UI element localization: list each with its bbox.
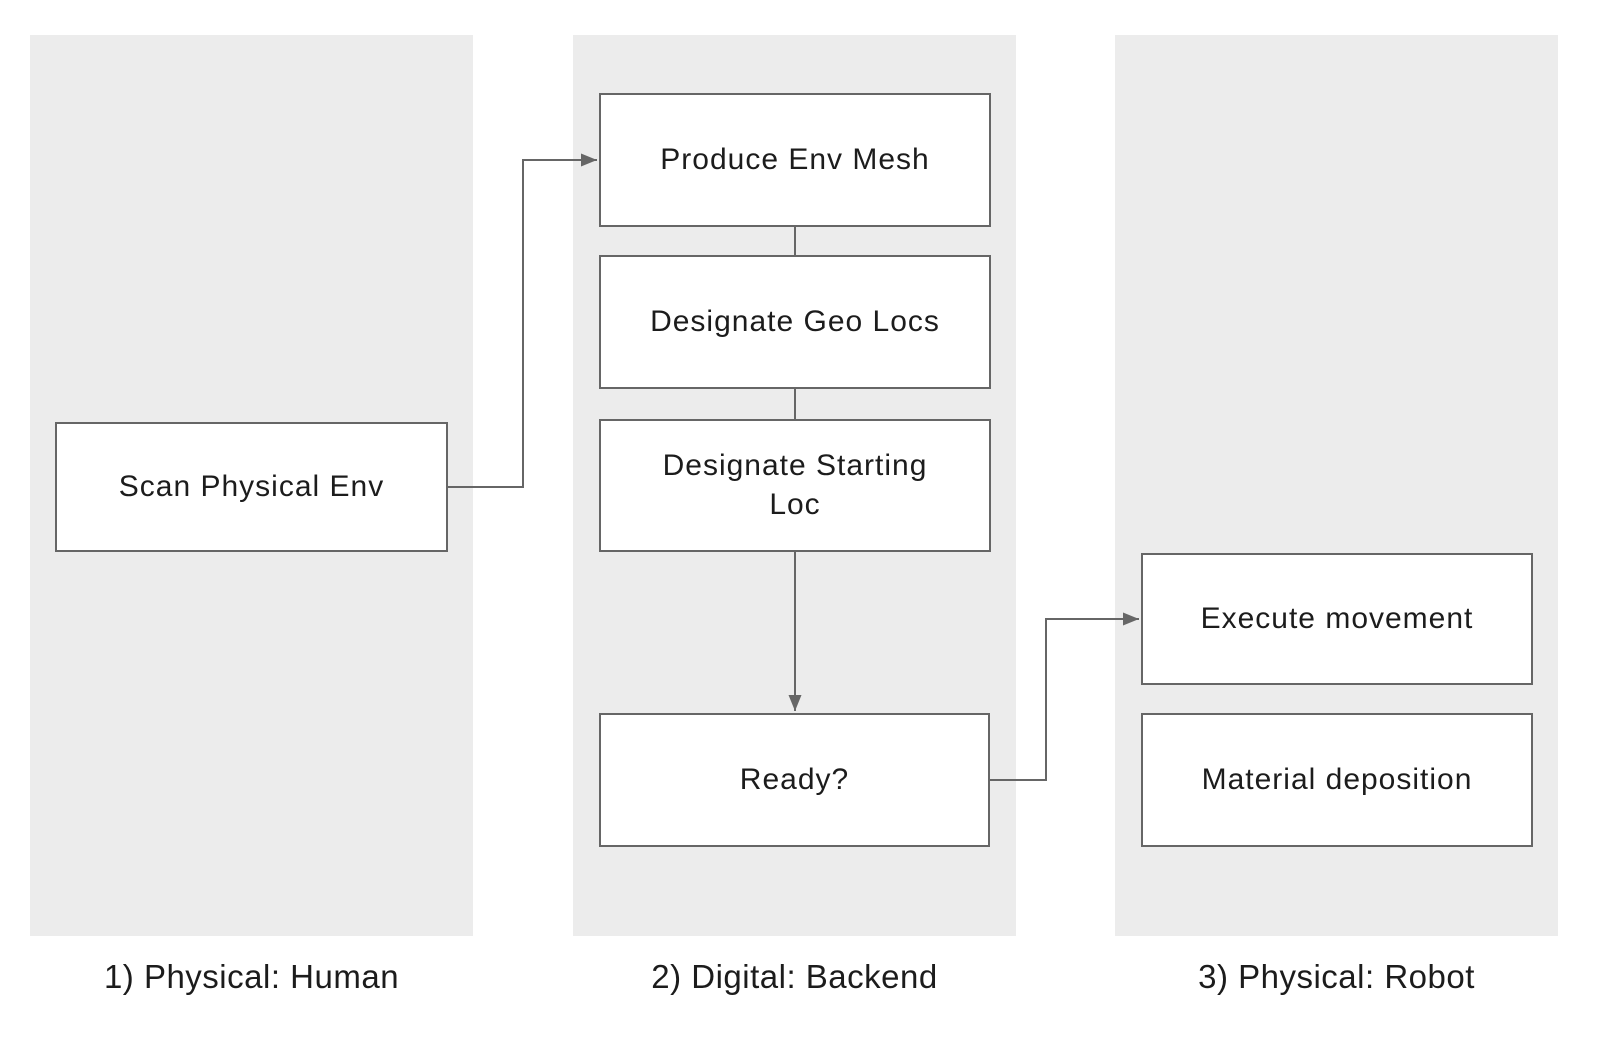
node-designate-starting-loc: Designate Starting Loc (599, 419, 991, 552)
node-designate-geo-locs: Designate Geo Locs (599, 255, 991, 389)
lane-label-physical-human: 1) Physical: Human (103, 958, 400, 995)
node-ready-check: Ready? (599, 713, 990, 847)
node-label: Execute movement (1200, 601, 1474, 635)
node-label: Designate Starting Loc (662, 449, 928, 521)
node-label: Produce Env Mesh (660, 142, 930, 176)
node-produce-env-mesh: Produce Env Mesh (599, 93, 991, 227)
node-material-deposition: Material deposition (1141, 713, 1533, 847)
node-label: Designate Geo Locs (650, 304, 940, 338)
lane-label-physical-robot: 3) Physical: Robot (1198, 958, 1475, 995)
node-label: Material deposition (1201, 762, 1473, 796)
node-execute-movement: Execute movement (1141, 553, 1533, 685)
node-label: Scan Physical Env (118, 469, 385, 503)
lane-label-digital-backend: 2) Digital: Backend (651, 958, 938, 995)
node-scan-physical-env: Scan Physical Env (55, 422, 448, 552)
node-label: Ready? (739, 762, 850, 796)
